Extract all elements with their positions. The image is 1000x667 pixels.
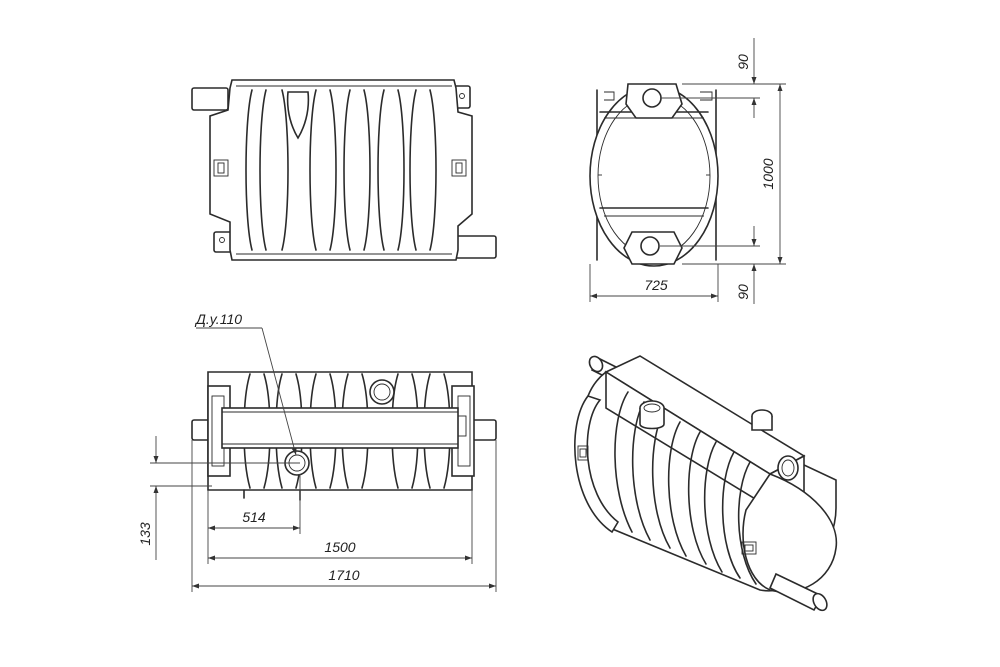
pipe-diameter-label: Д.у.110: [194, 311, 242, 327]
dim-height: 1000: [760, 158, 776, 189]
side-view: [191, 371, 497, 501]
end-view-dimensions: [589, 38, 786, 304]
dim-inlet-drop: 133: [137, 522, 153, 546]
dim-top-offset: 90: [735, 54, 751, 70]
end-view: [589, 83, 719, 267]
top-view: [191, 79, 497, 261]
dim-inlet-pos: 514: [242, 509, 266, 525]
dim-length-body: 1500: [324, 539, 355, 555]
pipe-leader: [196, 327, 297, 456]
dim-width: 725: [644, 277, 668, 293]
dim-bottom-offset: 90: [735, 284, 751, 300]
top-view-ribs: [245, 89, 437, 251]
side-view-dimensions: [150, 436, 497, 592]
isometric-view: [574, 355, 838, 612]
dim-length-total: 1710: [328, 567, 359, 583]
